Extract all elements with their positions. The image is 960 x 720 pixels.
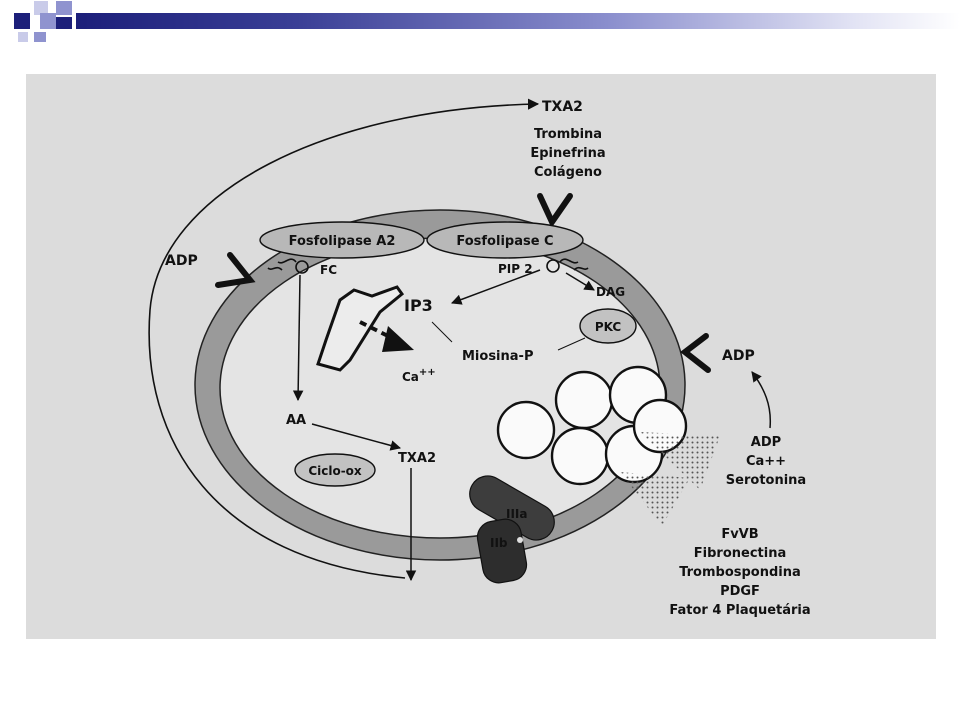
label-colageno: Colágeno — [534, 165, 602, 180]
gp-iib-dot — [517, 537, 523, 543]
label-trombina: Trombina — [534, 127, 602, 142]
slide-deco-square — [34, 1, 48, 15]
label-ca-base: Ca — [402, 370, 419, 384]
slide-deco-square — [56, 17, 72, 29]
ciclo-ox-ellipse — [294, 453, 376, 487]
released-contents-upper — [640, 432, 720, 490]
label-pkc: PKC — [595, 320, 622, 334]
label-ip3: IP3 — [404, 296, 433, 315]
arrow-fc-aa — [292, 274, 304, 402]
line-pkc-miosina — [557, 337, 586, 351]
fosfolipase-c-ellipse — [426, 221, 584, 259]
secretory-granules — [496, 365, 688, 486]
label-ca-release: Ca++ — [746, 454, 786, 469]
label-txa2-top: TXA2 — [542, 99, 583, 115]
label-adp-left: ADP — [165, 253, 198, 269]
label-adp-release: ADP — [751, 435, 781, 450]
phosphate-group-right — [546, 258, 589, 273]
slide-deco-square — [14, 13, 30, 29]
dense-tubular-system — [316, 285, 405, 372]
fosfolipase-a2-ellipse — [259, 221, 425, 259]
pkc-ellipse — [579, 308, 637, 344]
receptor-right — [680, 333, 711, 373]
label-fator4: Fator 4 Plaquetária — [669, 603, 810, 618]
slide-deco-square — [56, 1, 72, 15]
phosphate-group-left — [267, 258, 309, 274]
ca-release-arrowhead — [382, 326, 414, 352]
line-ip3-miosina — [431, 321, 453, 343]
label-ciclo-ox: Ciclo-ox — [308, 464, 362, 478]
label-ca-sup: ++ — [419, 367, 436, 378]
arrow-pip2-ip3 — [451, 269, 541, 305]
label-txa2-mid: TXA2 — [398, 451, 436, 466]
feedback-loop-arrow — [148, 98, 540, 579]
released-contents-lower — [620, 472, 690, 526]
label-aa: AA — [286, 413, 306, 428]
label-pip2: PIP 2 — [498, 262, 533, 276]
arrow-release-adp — [751, 371, 772, 429]
arrow-aa-txa2 — [311, 423, 402, 451]
slide-deco-square — [40, 13, 56, 29]
label-ca: Ca++ — [402, 367, 436, 384]
label-dag: DAG — [596, 285, 625, 299]
gp-iib — [476, 518, 528, 584]
slide-deco-square — [34, 32, 46, 42]
label-fosfolipase-a2: Fosfolipase A2 — [289, 234, 396, 249]
label-iiia: IIIa — [506, 507, 528, 521]
receptor-left — [215, 252, 256, 288]
slide-deco-square — [18, 32, 28, 42]
label-fvvb: FvVB — [721, 527, 758, 542]
label-miosina: Miosina-P — [462, 349, 533, 364]
label-trombospondina: Trombospondina — [679, 565, 801, 580]
label-serotonina: Serotonina — [726, 473, 806, 488]
label-pdgf: PDGF — [720, 584, 760, 599]
label-epinefrina: Epinefrina — [530, 146, 605, 161]
slide-title-bar — [76, 13, 960, 29]
label-adp-right: ADP — [722, 348, 755, 364]
label-fc: FC — [320, 263, 337, 277]
label-fibronectina: Fibronectina — [694, 546, 786, 561]
label-fosfolipase-c: Fosfolipase C — [456, 234, 553, 249]
label-iib: IIb — [490, 536, 508, 550]
receptor-top — [537, 193, 573, 229]
arrow-pip2-dag — [565, 272, 595, 291]
